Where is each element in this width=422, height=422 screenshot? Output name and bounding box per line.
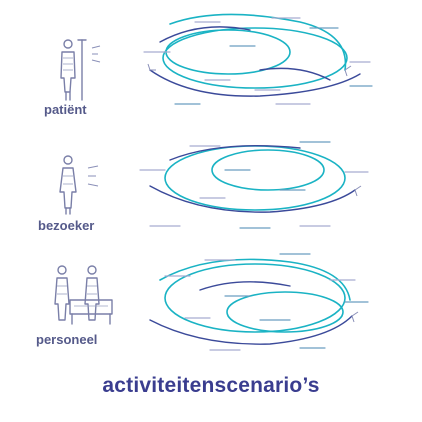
patient-loop: [143, 13, 373, 105]
role-label-patient: patiënt: [44, 102, 87, 117]
patient-figure: [60, 39, 101, 101]
staff-loop: [149, 253, 369, 351]
role-label-visitor: bezoeker: [38, 218, 95, 233]
diagram-caption: activiteitenscenario’s: [102, 374, 320, 397]
visitor-figure: [59, 155, 99, 215]
visitor-loop: [139, 141, 369, 229]
role-label-staff: personeel: [36, 332, 98, 347]
staff-figures: [54, 265, 113, 325]
